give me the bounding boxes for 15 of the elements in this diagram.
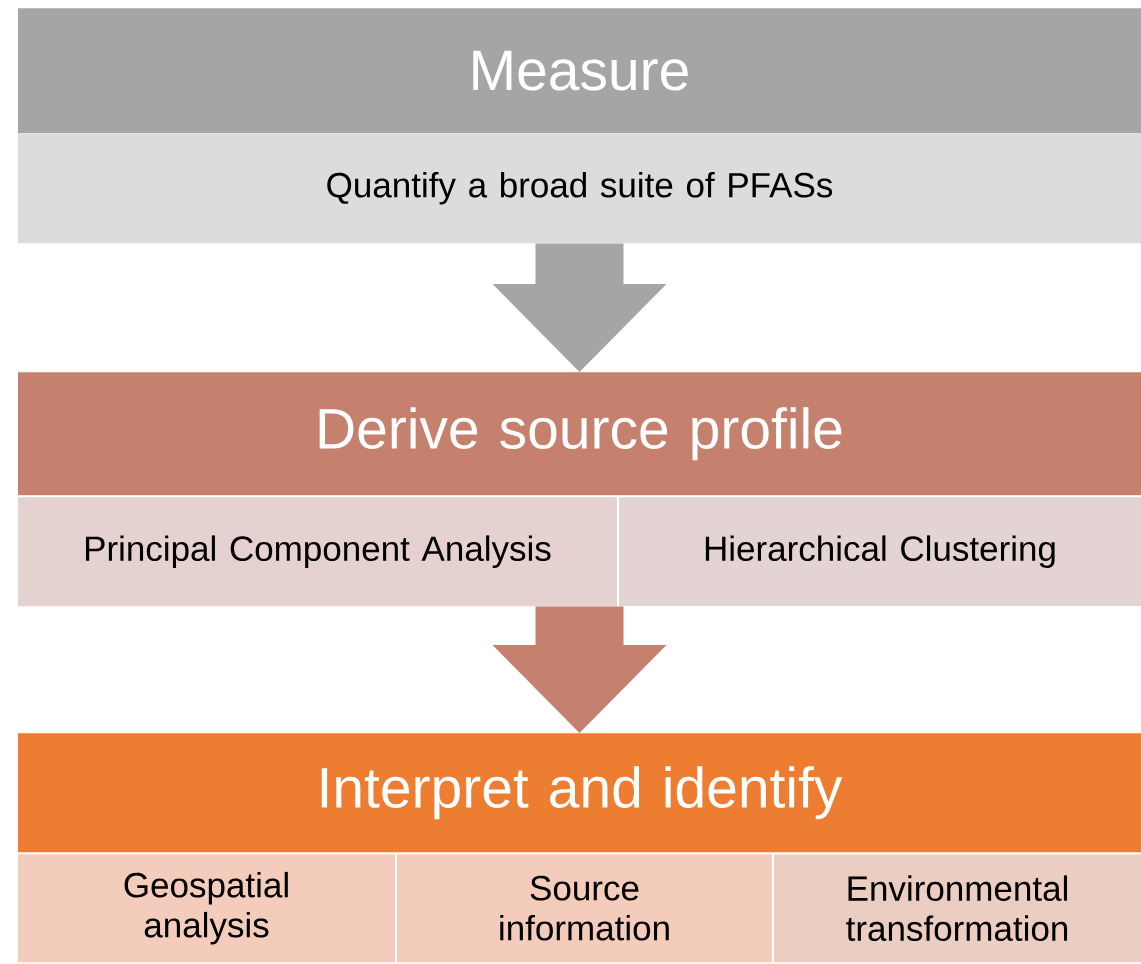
node-label: Hierarchical Clustering <box>705 535 1055 569</box>
stage-header: Measure <box>18 8 1141 134</box>
method-box: Hierarchical Clustering <box>619 497 1141 607</box>
stage-header: Interpret and identify <box>18 733 1141 853</box>
block-arrow <box>492 606 667 733</box>
method-box: Principal Component Analysis <box>18 497 617 607</box>
stage-header: Derive source profile <box>18 372 1141 496</box>
node-label: Source information <box>500 875 669 941</box>
step-box: Quantify a broad suite of PFASs <box>18 133 1141 244</box>
block-arrow <box>492 243 667 372</box>
method-box: Environmental transformation <box>774 854 1141 963</box>
method-box: Geospatial analysis <box>18 854 395 963</box>
node-label: Geospatial analysis <box>124 871 288 945</box>
node-label: Principal Component Analysis <box>85 535 551 569</box>
method-box: Source information <box>397 854 772 963</box>
